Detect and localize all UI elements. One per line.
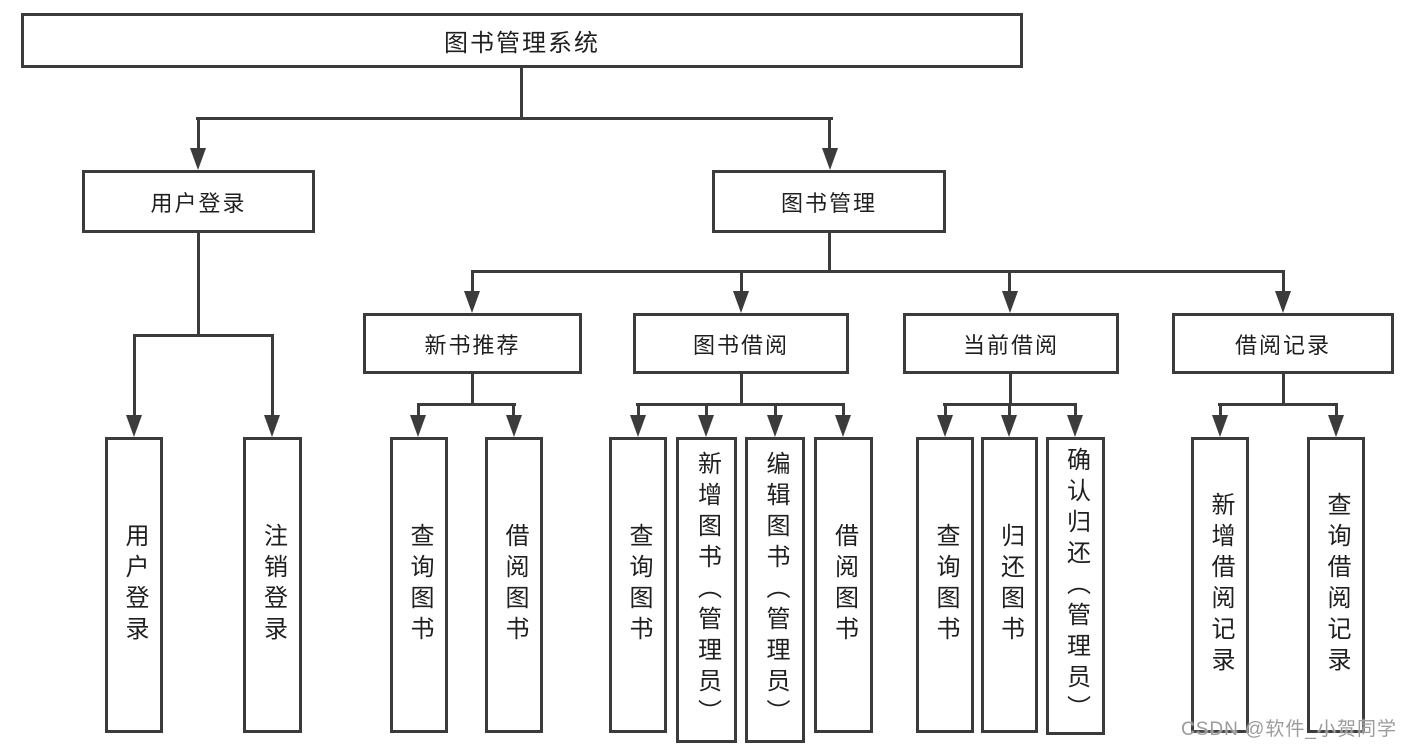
down-arrow [264,415,280,437]
node-user-login: 用户登录 [82,170,315,233]
down-arrow [835,415,851,437]
down-arrow [822,148,838,170]
leaf-query-books-current: 查询图书 [916,437,974,733]
connector-leaf-stem [1008,403,1011,419]
down-arrow [1067,415,1083,437]
leaf-query-books-borrowing: 查询图书 [609,437,667,733]
node-book-borrowing: 图书借阅 [633,313,849,374]
down-arrow [464,291,480,313]
connector-user-branch-stem [197,233,200,336]
connector-l3-stem [1008,270,1011,294]
connector-l3-stem [1282,270,1285,294]
connector-l3-stem [740,270,743,294]
connector-leaf-stem [133,334,136,418]
connector-user-login-stem [197,117,200,151]
connector-root-split [196,117,833,120]
leaf-return-books: 归还图书 [981,437,1038,733]
leaf-logout: 注销登录 [243,437,302,733]
connector-leaf-stem [271,334,274,418]
down-arrow [698,415,714,437]
connector-book-mgmt-stem [828,117,831,151]
leaf-borrow-books-borrowing: 借阅图书 [814,437,873,733]
leaf-query-borrow-record: 查询借阅记录 [1307,437,1365,733]
connector-groupD-stem [1009,374,1012,405]
connector-groupC-stem [740,374,743,405]
node-library-system: 图书管理系统 [21,13,1023,68]
leaf-user-login: 用户登录 [105,437,163,733]
connector-groupE-stem [1282,374,1285,405]
down-arrow [410,415,426,437]
down-arrow [190,148,206,170]
connector-l3-stem [471,270,474,294]
connector-user-branch-split [133,334,274,337]
connector-leaf-stem [637,403,640,419]
down-arrow [630,415,646,437]
down-arrow [733,291,749,313]
connector-leaf-stem [512,403,515,419]
down-arrow [1212,415,1228,437]
connector-leaf-stem [705,403,708,419]
down-arrow [937,415,953,437]
connector-leaf-stem [1219,403,1222,419]
down-arrow [126,415,142,437]
connector-groupE-split [1218,403,1338,406]
node-borrowing-records: 借阅记录 [1172,313,1394,374]
leaf-borrow-books-recommend: 借阅图书 [485,437,543,733]
connector-book-branch-stem [828,233,831,273]
down-arrow [1002,291,1018,313]
down-arrow [1328,415,1344,437]
node-book-management: 图书管理 [712,170,946,233]
connector-book-branch-split [471,270,1285,273]
connector-leaf-stem [1335,403,1338,419]
down-arrow [506,415,522,437]
down-arrow [1001,415,1017,437]
connector-groupB-split [417,403,516,406]
leaf-add-books-admin: 新增图书（管理员） [676,437,737,743]
connector-groupB-stem [471,374,474,405]
leaf-add-borrow-record: 新增借阅记录 [1191,437,1249,733]
node-current-borrowing: 当前借阅 [903,313,1119,374]
connector-root-stem [520,68,523,120]
down-arrow [767,415,783,437]
csdn-watermark: CSDN @软件_小贺同学 [1181,719,1397,740]
connector-leaf-stem [842,403,845,419]
connector-leaf-stem [944,403,947,419]
leaf-query-books-recommend: 查询图书 [390,437,448,733]
connector-leaf-stem [417,403,420,419]
node-new-book-recommend: 新书推荐 [363,313,582,374]
leaf-edit-books-admin: 编辑图书（管理员） [745,437,805,743]
connector-leaf-stem [774,403,777,419]
leaf-confirm-return-admin: 确认归还（管理员） [1046,437,1105,735]
connector-leaf-stem [1074,403,1077,419]
down-arrow [1275,291,1291,313]
connector-groupC-split [636,403,845,406]
